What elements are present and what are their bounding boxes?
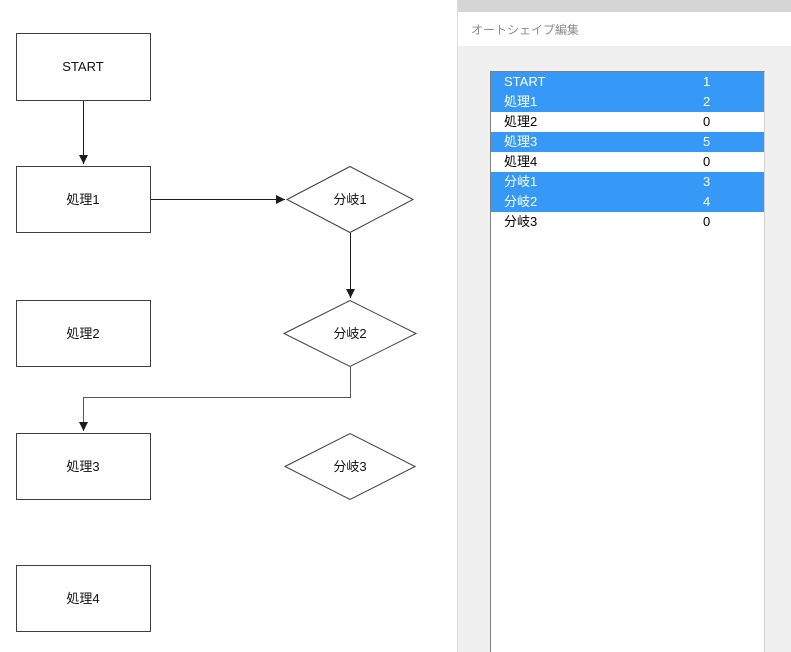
list-row-label: 処理4 — [504, 154, 538, 169]
list-row-label: 処理1 — [504, 94, 538, 109]
flow-node-label: 分岐1 — [333, 192, 366, 207]
list-row[interactable]: 処理1 2 — [491, 92, 764, 112]
flow-node-label: 分岐3 — [333, 459, 366, 474]
list-row-value: 2 — [703, 94, 711, 109]
list-row[interactable]: 分岐3 0 — [491, 212, 764, 232]
window-title: オートシェイプ編集 — [471, 22, 580, 37]
list-row-value: 5 — [703, 134, 711, 149]
flow-node-label: 処理3 — [66, 459, 99, 474]
flow-node-label: 処理2 — [66, 326, 99, 341]
list-row[interactable]: 処理4 0 — [491, 152, 764, 172]
list-row[interactable]: 処理3 5 — [491, 132, 764, 152]
list-row-value: 0 — [703, 154, 711, 169]
flow-node-shori4[interactable] — [16, 565, 151, 632]
flow-node-shori3[interactable] — [16, 433, 151, 500]
list-row[interactable]: 分岐1 3 — [491, 172, 764, 192]
flow-node-label: START — [62, 59, 103, 74]
flow-node-bunki3[interactable] — [283, 432, 417, 501]
list-row-label: 処理3 — [504, 134, 538, 149]
flow-node-label: 分岐2 — [333, 326, 366, 341]
list-row[interactable]: START 1 — [491, 72, 764, 92]
window-top-strip — [458, 0, 791, 12]
flow-node-label: 処理4 — [66, 591, 99, 606]
window-titlebar[interactable]: オートシェイプ編集 — [458, 12, 791, 46]
list-row-label: 分岐1 — [504, 174, 538, 189]
shape-listbox: START 1 処理1 2 処理2 0 処理3 5 処理4 0 — [490, 71, 765, 652]
autoshape-edit-window: オートシェイプ編集 START 1 処理1 2 処理2 0 処理3 5 — [457, 0, 791, 652]
flow-node-start[interactable] — [16, 33, 151, 101]
flow-node-shori1[interactable] — [16, 166, 151, 233]
connector-bunki2-to-shori3 — [79, 367, 351, 431]
flowchart-canvas: START 処理1 処理2 処理3 処理4 分岐1 分岐2 分岐3 — [16, 33, 418, 632]
window-client-area: START 1 処理1 2 処理2 0 処理3 5 処理4 0 — [458, 46, 791, 652]
flow-node-bunki2[interactable] — [282, 299, 418, 368]
list-row-label: 処理2 — [504, 114, 538, 129]
list-row-label: 分岐3 — [504, 214, 538, 229]
list-row-value: 0 — [703, 114, 711, 129]
list-row[interactable]: 分岐2 4 — [491, 192, 764, 212]
list-row[interactable]: 処理2 0 — [491, 112, 764, 132]
list-row-value: 0 — [703, 214, 711, 229]
list-row-label: 分岐2 — [504, 194, 538, 209]
flow-node-label: 処理1 — [66, 192, 99, 207]
list-row-label: START — [504, 74, 546, 89]
list-row-value: 3 — [703, 174, 711, 189]
flow-node-bunki1[interactable] — [285, 165, 415, 234]
list-row-value: 1 — [703, 74, 711, 89]
list-row-value: 4 — [703, 194, 711, 209]
flow-node-shori2[interactable] — [16, 300, 151, 367]
